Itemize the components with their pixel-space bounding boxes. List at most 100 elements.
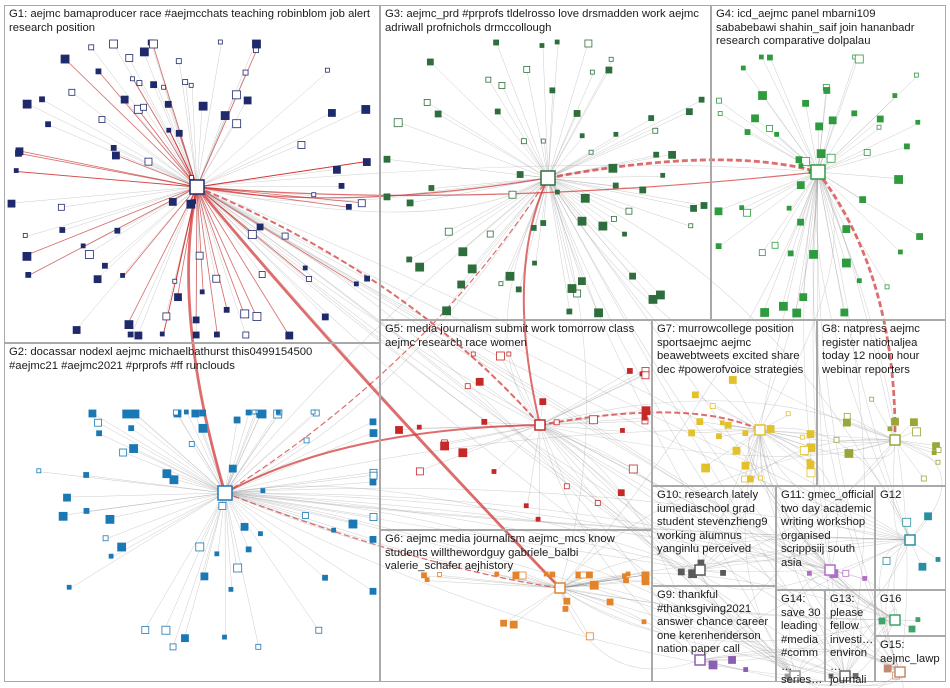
- edge-line: [817, 171, 898, 179]
- inter-group-edge: [559, 587, 846, 677]
- inter-group-edge: [196, 186, 701, 661]
- edge-line: [75, 186, 198, 330]
- group-box-g10: G10: research lately iumediaschool grad …: [652, 486, 776, 586]
- edge-line: [762, 57, 819, 173]
- edge-line: [409, 177, 549, 261]
- hub-spoke-edge: [133, 79, 198, 188]
- node-g3: [540, 138, 546, 144]
- group-box-g2: G2: docassar nodexl aejmc michaelbathurs…: [4, 343, 380, 682]
- node-g1: [258, 271, 266, 278]
- node-g1: [159, 331, 165, 337]
- inter-group-edge: [759, 429, 846, 677]
- node-g1: [281, 232, 289, 240]
- edge-line: [559, 587, 611, 603]
- hub-spoke-edge: [63, 57, 198, 188]
- hub-edge: [224, 492, 561, 589]
- inter-group-edge: [759, 429, 896, 621]
- edge-line: [71, 92, 198, 188]
- node-g1: [95, 68, 102, 75]
- node-g1: [88, 44, 95, 51]
- node-g4: [854, 54, 864, 64]
- node-g5: [464, 383, 471, 390]
- node-g4: [916, 233, 923, 240]
- node-g3: [625, 207, 633, 215]
- edge-line: [224, 492, 326, 579]
- node-g6: [625, 571, 631, 577]
- edge-line: [817, 171, 845, 313]
- edge-line: [101, 119, 198, 188]
- inter-group-edge: [699, 650, 901, 673]
- edge-line: [176, 412, 226, 494]
- edge-line: [547, 177, 572, 288]
- inter-group-edge: [547, 177, 901, 673]
- edge-line: [444, 424, 541, 444]
- group-box-g11: G11: gmec_official two day academic writ…: [776, 486, 875, 590]
- edge-line: [559, 580, 646, 589]
- group-label-g3: G3: aejmc_prd #prprofs tldelrosso love d…: [385, 8, 699, 34]
- inter-group-edge: [539, 424, 901, 673]
- inter-group-edge: [196, 186, 796, 677]
- edge-line: [503, 587, 561, 624]
- node-g8: [935, 447, 942, 453]
- node-g3: [668, 150, 676, 159]
- edge-line: [817, 171, 920, 237]
- hub-spoke-edge: [196, 186, 257, 316]
- hub-node-g9: [694, 654, 706, 666]
- hub-node-g4: [810, 164, 826, 180]
- inter-group-edge: [539, 424, 796, 677]
- node-g2: [161, 625, 171, 635]
- edge-line: [539, 424, 599, 504]
- group-box-g13: G13: please fellow investi… environ… jou…: [825, 590, 875, 688]
- node-g9: [708, 660, 718, 670]
- hub-spoke-edge: [17, 171, 198, 188]
- edge-line: [817, 152, 868, 173]
- group-label-g12: G12: [880, 489, 902, 501]
- edge-line: [749, 429, 761, 480]
- edge-line: [224, 412, 317, 494]
- edge-line: [224, 412, 262, 494]
- inter-group-edge: [747, 429, 831, 571]
- edge-line: [224, 474, 374, 494]
- inter-group-edge: [699, 439, 896, 571]
- node-g3: [660, 172, 666, 178]
- inter-group-edge: [699, 539, 911, 571]
- group-label-g8: G8: natpress aejmc register nationaljea …: [822, 323, 920, 376]
- node-g4: [898, 249, 903, 255]
- edge-line: [547, 42, 559, 179]
- edge-line: [428, 580, 561, 589]
- node-g2: [275, 409, 281, 415]
- edge-line: [91, 412, 226, 494]
- edge-line: [128, 57, 198, 188]
- inter-group-edge: [224, 492, 796, 677]
- edge-line: [224, 492, 374, 517]
- node-g4: [894, 175, 903, 184]
- edge-line: [894, 439, 925, 480]
- node-g2: [83, 472, 90, 478]
- node-g3: [393, 118, 403, 128]
- edge-line: [527, 424, 541, 507]
- node-g1: [59, 227, 66, 233]
- edge-line: [713, 406, 761, 431]
- edge-line: [196, 70, 329, 188]
- node-g3: [434, 110, 442, 118]
- node-g7: [799, 434, 805, 440]
- edge-line: [448, 177, 549, 232]
- node-g3: [523, 65, 531, 73]
- node-g6: [623, 577, 629, 584]
- edge-line: [817, 171, 847, 229]
- edge-line: [496, 42, 549, 179]
- node-g11: [806, 570, 812, 576]
- node-g5: [440, 441, 449, 451]
- node-g6: [641, 577, 650, 586]
- hub-spoke-edge: [152, 42, 198, 188]
- node-g1: [130, 76, 135, 82]
- edge-line: [559, 574, 646, 589]
- edge-line: [547, 60, 613, 179]
- edge-line: [185, 82, 198, 188]
- edge-line: [691, 429, 761, 434]
- node-g4: [851, 110, 858, 117]
- node-g8: [920, 475, 927, 482]
- edge-line: [817, 171, 902, 254]
- node-g4: [913, 72, 919, 78]
